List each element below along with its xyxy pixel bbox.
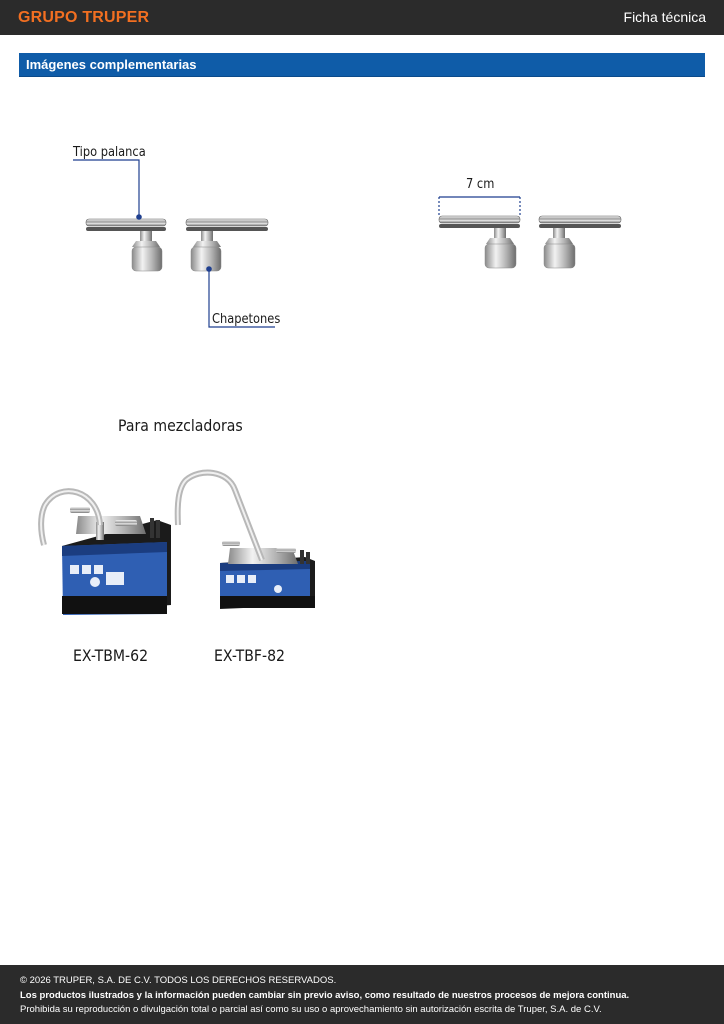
footer-copyright: © 2026 TRUPER, S.A. DE C.V. TODOS LOS DE… <box>20 975 337 986</box>
section-header: Imágenes complementarias <box>19 53 705 77</box>
callout-label-lever-type: Tipo palanca <box>73 145 146 160</box>
dimension-line <box>438 196 521 216</box>
footer-notice: Los productos ilustrados y la informació… <box>20 990 630 1001</box>
footer-legal: Prohibida su reproducción o divulgación … <box>20 1004 602 1015</box>
mixer-product-tbf <box>174 469 315 609</box>
dimension-handle-left <box>438 215 521 269</box>
section-title: Imágenes complementarias <box>26 57 197 72</box>
page-footer: © 2026 TRUPER, S.A. DE C.V. TODOS LOS DE… <box>0 965 724 1024</box>
model-label-tbm: EX-TBM-62 <box>73 646 149 665</box>
dimension-handle-right <box>538 215 622 269</box>
callout-escutcheons <box>206 266 275 328</box>
document-type: Ficha técnica <box>623 9 706 25</box>
brand-logo: GRUPO TRUPER <box>18 9 150 26</box>
lever-handle-left <box>85 218 167 272</box>
callout-label-escutcheons: Chapetones <box>212 312 281 327</box>
top-header: GRUPO TRUPER Ficha técnica <box>0 0 724 35</box>
mixer-product-tbm <box>38 488 171 615</box>
lever-handle-right <box>185 218 269 272</box>
dimension-label: 7 cm <box>466 177 495 192</box>
callout-lever-type <box>73 159 142 220</box>
mixers-title: Para mezcladoras <box>118 416 243 435</box>
model-label-tbf: EX-TBF-82 <box>214 646 285 665</box>
